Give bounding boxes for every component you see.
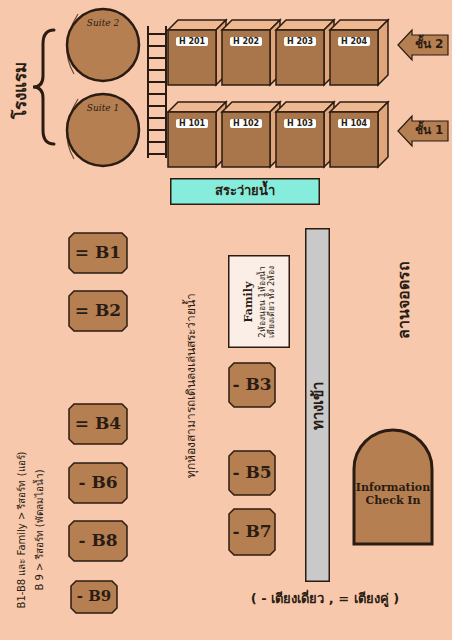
node-content: H 103: [276, 116, 324, 131]
floor-arrow: ชั้น 2: [398, 30, 448, 60]
room-cube: H 204: [330, 20, 388, 85]
cube-outline: [276, 20, 334, 85]
parking-label: ลานจอดรถ: [395, 261, 413, 339]
node-text: Suite 2: [87, 18, 119, 28]
bungalow-box: - B9: [70, 580, 118, 614]
hotel-label: โรงแรม: [11, 62, 31, 119]
room-plate: H 103: [284, 119, 316, 128]
bungalow-box: = B1: [68, 232, 128, 274]
hotel-brace: [33, 30, 54, 144]
node-content: ชั้น 2: [412, 30, 446, 60]
room-plate: H 201: [176, 37, 208, 46]
bungalow-box: - B3: [228, 362, 276, 408]
room-plate: H 104: [338, 119, 370, 128]
node-content: สระว่ายน้ำ: [174, 179, 316, 204]
room-cube: H 104: [330, 102, 388, 167]
room-cube: H 201: [168, 20, 226, 85]
node-content: - B9: [74, 582, 114, 612]
node-content: ชั้น 1: [412, 116, 446, 146]
node-content: Suite 2: [75, 13, 131, 33]
cube-outline: [330, 20, 388, 85]
node-text: - B5: [232, 463, 271, 483]
cube-outline: [222, 102, 280, 167]
node-content: H 204: [330, 34, 378, 49]
node-content: ทางเข้า: [305, 228, 330, 582]
room-plate: H 202: [230, 37, 262, 46]
room-cube: H 101: [168, 102, 226, 167]
resort-note: B 9 > รีสอร์ท (พัดลมไอน้ำ): [34, 469, 46, 590]
pool-box: สระว่ายน้ำ: [170, 178, 320, 205]
node-content: H 202: [222, 34, 270, 49]
node-text: = B4: [75, 414, 121, 434]
node-text: - B7: [232, 522, 271, 542]
node-content: - B3: [232, 364, 272, 406]
node-content: H 102: [222, 116, 270, 131]
node-content: Information Check In: [357, 458, 429, 532]
room-cube: H 202: [222, 20, 280, 85]
node-content: = B2: [72, 292, 124, 330]
node-text: ชั้น 1: [415, 124, 444, 138]
bungalow-box: - B8: [68, 520, 128, 562]
floor-arrow: ชั้น 1: [398, 116, 448, 146]
suite-circle: Suite 1: [65, 92, 141, 168]
room-plate: H 203: [284, 37, 316, 46]
node-content: = B1: [72, 234, 124, 272]
node-content: Suite 1: [75, 98, 131, 118]
node-content: = B4: [72, 405, 124, 443]
cube-outline: [330, 102, 388, 167]
node-text: Suite 1: [87, 103, 119, 113]
resort-note: B1-B8 และ Family > รีสอร์ท (แอร์): [16, 452, 28, 609]
bed-key: ( - เตียงเดี่ยว , = เตียงคู่ ): [251, 592, 399, 607]
bungalow-box: = B4: [68, 403, 128, 445]
node-content: H 101: [168, 116, 216, 131]
bungalow-box: - B7: [228, 508, 276, 556]
cube-outline: [276, 102, 334, 167]
cube-outline: [168, 20, 226, 85]
node-content: Family2ห้องนอน 1ห้องน้ำ เตียงเดี่ยว ทั้ง…: [228, 255, 290, 348]
suite-circle: Suite 2: [65, 7, 141, 83]
cube-outline: [168, 102, 226, 167]
room-plate: H 101: [176, 119, 208, 128]
entrance-road: ทางเข้า: [305, 228, 330, 582]
family-house: Family2ห้องนอน 1ห้องน้ำ เตียงเดี่ยว ทั้ง…: [228, 255, 290, 348]
info-checkin: Information Check In: [352, 428, 434, 546]
bungalow-box: - B6: [68, 462, 128, 504]
node-content: H 201: [168, 34, 216, 49]
bungalow-box: = B2: [68, 290, 128, 332]
room-plate: H 102: [230, 119, 262, 128]
room-cube: H 103: [276, 102, 334, 167]
node-text: = B1: [75, 243, 121, 263]
node-text: 2ห้องนอน 1ห้องน้ำ เตียงเดี่ยว ทั้ง 2ห้อง: [257, 258, 277, 345]
room-cube: H 203: [276, 20, 334, 85]
node-text: ทางเข้า: [309, 381, 326, 429]
node-content: - B5: [232, 452, 272, 494]
node-content: H 203: [276, 34, 324, 49]
node-text: - B6: [78, 473, 117, 493]
node-text: Family: [242, 281, 255, 322]
pool-note: ทุกห้องสามารถเดินลงเล่นสระว่ายน้ำ: [185, 293, 199, 478]
bungalow-box: - B5: [228, 450, 276, 496]
node-content: - B6: [72, 464, 124, 502]
node-text: Information Check In: [356, 482, 430, 507]
node-content: H 104: [330, 116, 378, 131]
node-text: ชั้น 2: [415, 38, 444, 52]
node-content: - B8: [72, 522, 124, 560]
ladder: [148, 26, 166, 158]
node-text: - B3: [232, 375, 271, 395]
node-text: - B9: [77, 588, 112, 605]
node-text: - B8: [78, 531, 117, 551]
node-text: = B2: [75, 301, 121, 321]
room-plate: H 204: [338, 37, 370, 46]
cube-outline: [222, 20, 280, 85]
node-text: สระว่ายน้ำ: [215, 184, 275, 199]
room-cube: H 102: [222, 102, 280, 167]
node-content: - B7: [232, 510, 272, 554]
